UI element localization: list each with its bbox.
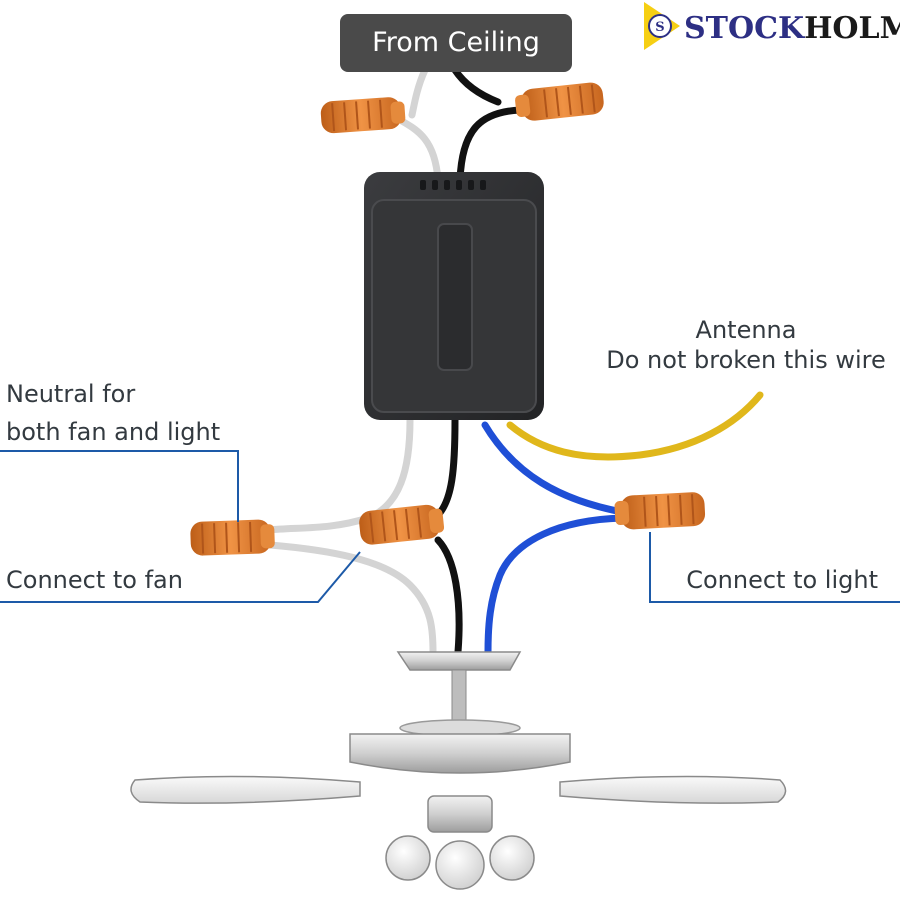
wire-nut-ceiling-left xyxy=(320,97,406,134)
hot-wire-ceiling xyxy=(451,66,524,184)
wire-nut-fan xyxy=(359,504,445,545)
svg-text:STOCKHOLM: STOCKHOLM xyxy=(684,11,900,46)
source-label-box: From Ceiling xyxy=(340,14,572,72)
fan-downrod xyxy=(451,669,467,723)
antenna-label-line2: Do not broken this wire xyxy=(606,346,885,374)
light-label: Connect to light xyxy=(686,566,878,594)
light-bulb-center xyxy=(435,840,485,890)
brand-emblem-letter: S xyxy=(655,20,664,35)
neutral-wire-ceiling xyxy=(396,66,442,184)
neutral-callout-line xyxy=(0,450,239,522)
fan-canopy xyxy=(396,651,522,671)
brand-logo: S STOCKHOLM xyxy=(644,2,900,50)
fan-callout-line xyxy=(0,551,361,603)
wire-nut-ceiling-right xyxy=(515,82,604,121)
light-kit-body xyxy=(427,795,493,833)
source-label: From Ceiling xyxy=(372,27,540,58)
fan-blade-right xyxy=(559,775,787,804)
neutral-wire-fan xyxy=(266,541,437,656)
ceiling-fan xyxy=(130,651,787,890)
brand-name-part1: STOCK xyxy=(684,11,805,46)
callout-lines xyxy=(0,450,900,603)
receiver-vent xyxy=(420,180,486,190)
fan-blade-left xyxy=(130,775,361,804)
fan-label: Connect to fan xyxy=(6,566,183,594)
receiver-label-slot xyxy=(437,223,473,371)
wire-nut-neutral xyxy=(190,519,275,556)
light-wire-receiver xyxy=(481,421,626,516)
fan-motor xyxy=(349,733,571,774)
light-bulb-right xyxy=(489,835,535,881)
neutral-label-line2: both fan and light xyxy=(6,418,220,446)
brand-name-part2: HOLM xyxy=(804,11,900,46)
hot-wire-fan xyxy=(434,536,463,656)
antenna-label-line1: Antenna xyxy=(696,316,797,344)
remote-receiver xyxy=(364,172,544,420)
hot-wire-receiver xyxy=(434,416,459,519)
antenna-wire xyxy=(506,391,764,461)
neutral-label-line1: Neutral for xyxy=(6,380,135,408)
brand-emblem: S xyxy=(644,2,680,50)
light-wire-fan xyxy=(484,514,626,656)
light-bulb-left xyxy=(385,835,431,881)
light-callout-line xyxy=(649,532,900,603)
wire-nut-light xyxy=(614,492,706,530)
